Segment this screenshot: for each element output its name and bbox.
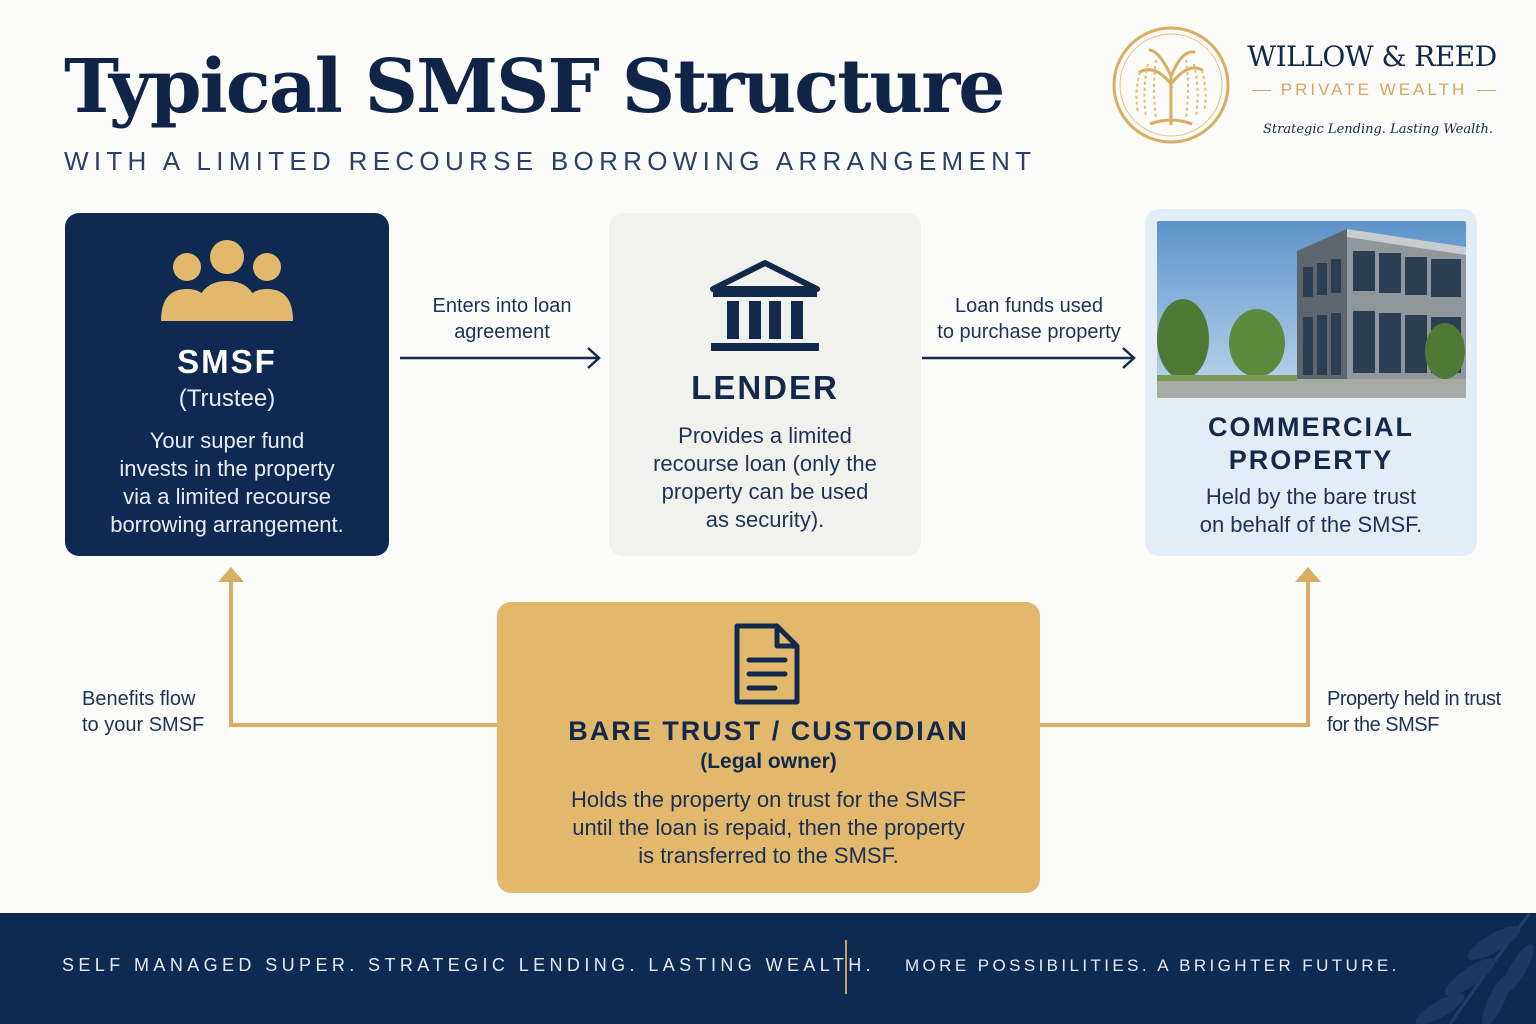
label-line: to purchase property [937, 321, 1121, 343]
desc-line: until the loan is repaid, then the prope… [572, 815, 965, 840]
label-smsf-to-lender: Enters into loan agreement [430, 293, 574, 345]
footer-divider [845, 940, 847, 994]
smsf-title: SMSF [177, 343, 277, 380]
lender-card: LENDER Provides a limited recourse loan … [609, 213, 921, 556]
desc-line: Holds the property on trust for the SMSF [571, 787, 966, 812]
footer-left-text: SELF MANAGED SUPER. STRATEGIC LENDING. L… [62, 955, 876, 975]
logo-rule-left [1252, 89, 1271, 91]
label-trust-to-property: Property held in trust for the SMSF [1327, 686, 1501, 738]
label-trust-to-smsf: Benefits flow to your SMSF [82, 686, 204, 738]
lender-description: Provides a limited recourse loan (only t… [609, 422, 921, 534]
smsf-description: Your super fund invests in the property … [65, 427, 389, 539]
label-line: Property held in trust [1327, 688, 1501, 710]
desc-line: as security). [705, 507, 825, 532]
arrow-lender-to-property [922, 347, 1136, 369]
page-subtitle: WITH A LIMITED RECOURSE BORROWING ARRANG… [64, 146, 1037, 176]
desc-line: Your super fund [149, 428, 305, 453]
arrow-smsf-to-lender [400, 347, 601, 369]
label-line: to your SMSF [82, 714, 205, 736]
trust-description: Holds the property on trust for the SMSF… [497, 786, 1040, 870]
page-title: Typical SMSF Structure [64, 44, 1005, 130]
bank-building-icon [710, 260, 820, 351]
arrow-trust-to-property [1040, 567, 1321, 727]
label-lender-to-property: Loan funds used to purchase property [936, 293, 1122, 345]
logo-tagline: Strategic Lending. Lasting Wealth. [1263, 122, 1493, 137]
desc-line: property can be used [661, 479, 869, 504]
label-line: for the SMSF [1327, 714, 1439, 736]
willow-leaves-icon [1415, 913, 1534, 1024]
document-icon [734, 623, 800, 705]
smsf-card: SMSF (Trustee) Your super fund invests i… [65, 213, 389, 556]
desc-line: invests in the property [119, 456, 335, 481]
desc-line: via a limited recourse [123, 484, 331, 509]
commercial-property-card: COMMERCIAL PROPERTY Held by the bare tru… [1145, 209, 1477, 556]
footer-right-text: MORE POSSIBILITIES. A BRIGHTER FUTURE. [905, 956, 1400, 975]
label-line: Benefits flow [82, 688, 196, 710]
trust-subtitle: (Legal owner) [700, 750, 837, 773]
desc-line: Provides a limited [678, 423, 852, 448]
arrow-trust-to-smsf [218, 567, 497, 727]
lender-title: LENDER [691, 369, 839, 406]
label-line: agreement [454, 321, 550, 343]
people-group-icon [161, 240, 293, 321]
logo-name: WILLOW & REED [1247, 40, 1497, 73]
desc-line: is transferred to the SMSF. [638, 843, 899, 868]
footer-bar: SELF MANAGED SUPER. STRATEGIC LENDING. L… [0, 913, 1536, 1024]
label-line: Loan funds used [955, 295, 1103, 317]
bare-trust-card: BARE TRUST / CUSTODIAN (Legal owner) Hol… [497, 602, 1040, 893]
title-line: PROPERTY [1228, 445, 1394, 475]
desc-line: recourse loan (only the [653, 451, 877, 476]
desc-line: Held by the bare trust [1205, 484, 1417, 509]
willow-tree-logo-icon [1112, 26, 1230, 144]
smsf-subtitle: (Trustee) [178, 385, 276, 412]
property-title: COMMERCIAL PROPERTY [1145, 411, 1477, 477]
desc-line: borrowing arrangement. [110, 512, 344, 537]
logo-rule-right [1477, 89, 1496, 91]
logo-sub-text: PRIVATE WEALTH [1280, 80, 1468, 99]
desc-line: on behalf of the SMSF. [1199, 512, 1423, 537]
logo-subtitle: PRIVATE WEALTH [1252, 80, 1496, 100]
commercial-building-photo [1157, 221, 1466, 398]
title-line: COMMERCIAL [1208, 412, 1414, 442]
property-description: Held by the bare trust on behalf of the … [1145, 483, 1477, 539]
trust-title: BARE TRUST / CUSTODIAN [568, 716, 969, 746]
label-line: Enters into loan [432, 295, 572, 317]
